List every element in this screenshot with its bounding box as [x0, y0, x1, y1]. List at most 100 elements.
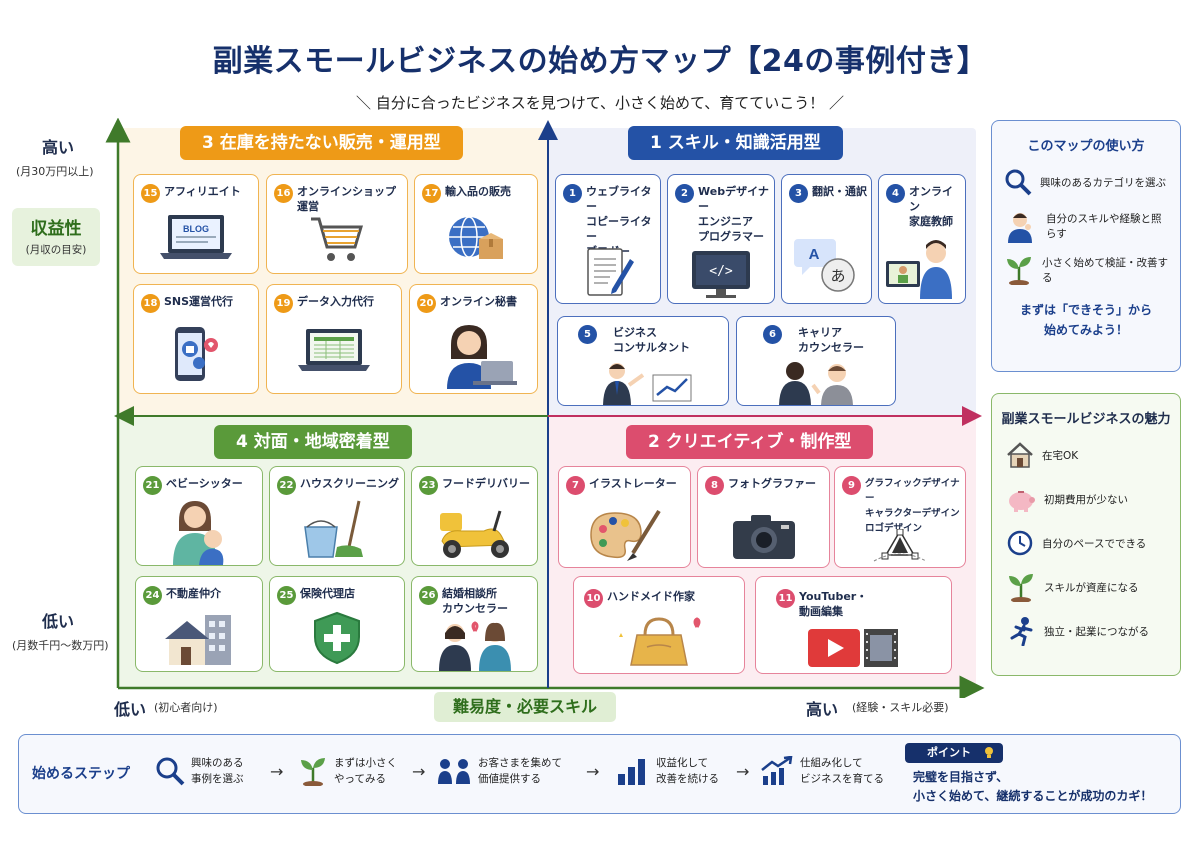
quadrant-1-title: 1 スキル・知識活用型 — [628, 126, 843, 160]
card-label: オンライン 家庭教師 — [909, 185, 953, 228]
card-label: オンラインショップ運営 — [297, 185, 396, 213]
card-number: 1 — [563, 184, 582, 203]
step-1: 興味のある 事例を選ぶ — [155, 755, 244, 787]
card-number: 3 — [789, 184, 808, 203]
step-arrow: → — [736, 762, 750, 781]
step-5: 仕組み化して ビジネスを育てる — [760, 755, 884, 787]
laptop-blog-icon: BLOG — [160, 215, 232, 259]
x-axis-high-sub: (経験・スキル必要) — [852, 701, 949, 714]
step-text: 収益化して 改善を続ける — [656, 757, 719, 785]
howto-cta: まずは「できそう」から 始めてみよう！ — [1019, 303, 1152, 337]
appeal-item-text: 独立・起業につながる — [1044, 625, 1149, 638]
clock-icon — [1007, 530, 1033, 556]
card-label: ビジネス コンサルタント — [613, 326, 690, 354]
card-number: 4 — [886, 184, 905, 203]
howto-item-text: 小さく始めて検証・改善する — [1042, 257, 1168, 284]
page-subtitle: ＼ 自分に合ったビジネスを見つけて、小さく始めて、育てていこう！ ／ — [355, 94, 845, 112]
card-number: 7 — [566, 476, 585, 495]
scooter-icon — [439, 510, 509, 558]
card-number: 9 — [842, 476, 861, 495]
vector-pen-icon — [873, 529, 927, 562]
handbag-icon — [619, 617, 701, 666]
step-4: 収益化して 改善を続ける — [614, 755, 719, 787]
point-badge: ポイント — [905, 743, 1003, 763]
appeal-item: 自分のペースでできる — [1006, 521, 1170, 565]
consultant-chart-icon — [603, 363, 692, 405]
monitor-code-icon: </> — [692, 251, 750, 298]
howto-item: 興味のあるカテゴリを選ぶ — [1004, 160, 1170, 204]
quadrant-3-title: 3 在庫を持たない販売・運用型 — [180, 126, 463, 160]
card-number: 20 — [417, 294, 436, 313]
card-label: データ入力代行 — [297, 295, 374, 308]
running-person-icon — [1010, 617, 1033, 646]
step-2: まずは小さく やってみる — [298, 755, 397, 787]
card-label: フォトグラファー — [728, 477, 816, 490]
laptop-spreadsheet-icon — [298, 329, 370, 371]
couple-heart-icon — [438, 621, 511, 671]
card-number: 23 — [419, 476, 438, 495]
house-icon — [1007, 442, 1033, 468]
appeal-item-text: 初期費用が少ない — [1044, 493, 1128, 506]
card-label: SNS運営代行 — [164, 295, 234, 308]
steps-title: 始めるステップ — [32, 766, 130, 782]
y-axis-title: 収益性 — [30, 219, 82, 239]
card-label: 結婚相談所 カウンセラー — [442, 587, 508, 615]
thinking-person-icon — [1008, 213, 1032, 243]
card-label: YouTuber・ 動画編集 — [799, 590, 868, 618]
howto-item-text: 自分のスキルや経験と照らす — [1046, 213, 1162, 240]
card-online-secretary[interactable]: 20 オンライン秘書 — [409, 284, 538, 394]
mother-baby-icon — [173, 501, 224, 565]
appeal-item: 独立・起業につながる — [1006, 609, 1170, 653]
y-axis-subtitle: (月収の目安) — [25, 244, 87, 256]
appeal-item: スキルが資産になる — [1006, 565, 1170, 609]
card-number: 11 — [776, 589, 795, 608]
two-people-icon — [438, 759, 470, 784]
card-label: アフィリエイト — [164, 185, 241, 198]
bar-chart-icon — [618, 759, 645, 785]
appeal-item: 在宅OK — [1006, 433, 1170, 477]
bucket-mop-icon — [304, 500, 363, 558]
howto-item: 小さく始めて検証・改善する — [1004, 248, 1170, 292]
video-play-icon — [807, 629, 898, 667]
y-axis-low-sub: (月数千円〜数万円) — [12, 639, 109, 652]
globe-box-icon — [449, 216, 503, 259]
card-label: Webデザイナー エンジニア プログラマー — [698, 185, 769, 243]
appeal-item-text: 在宅OK — [1042, 449, 1079, 462]
page-title: 副業スモールビジネスの始め方マップ【24の事例付き】 — [212, 44, 988, 79]
card-label: グラフィックデザイナー キャラクターデザイン ロゴデザイン — [865, 478, 960, 534]
card-label: オンライン秘書 — [440, 295, 517, 308]
card-label: ベビーシッター — [166, 477, 243, 490]
shield-cross-icon — [314, 611, 360, 665]
quadrant-4-title: 4 対面・地域密着型 — [214, 425, 412, 459]
growth-chart-icon — [761, 756, 793, 785]
x-axis-title: 難易度・必要スキル — [434, 692, 616, 722]
axes-lines — [105, 118, 985, 698]
x-axis-low-label: 低い — [114, 700, 147, 719]
card-number: 6 — [763, 325, 782, 344]
howto-title: このマップの使い方 — [1027, 139, 1145, 154]
y-axis-high-label: 高い — [42, 138, 75, 157]
point-text: 完璧を目指さず、 小さく始めて、継続することが成功のカギ！ — [913, 770, 1153, 803]
